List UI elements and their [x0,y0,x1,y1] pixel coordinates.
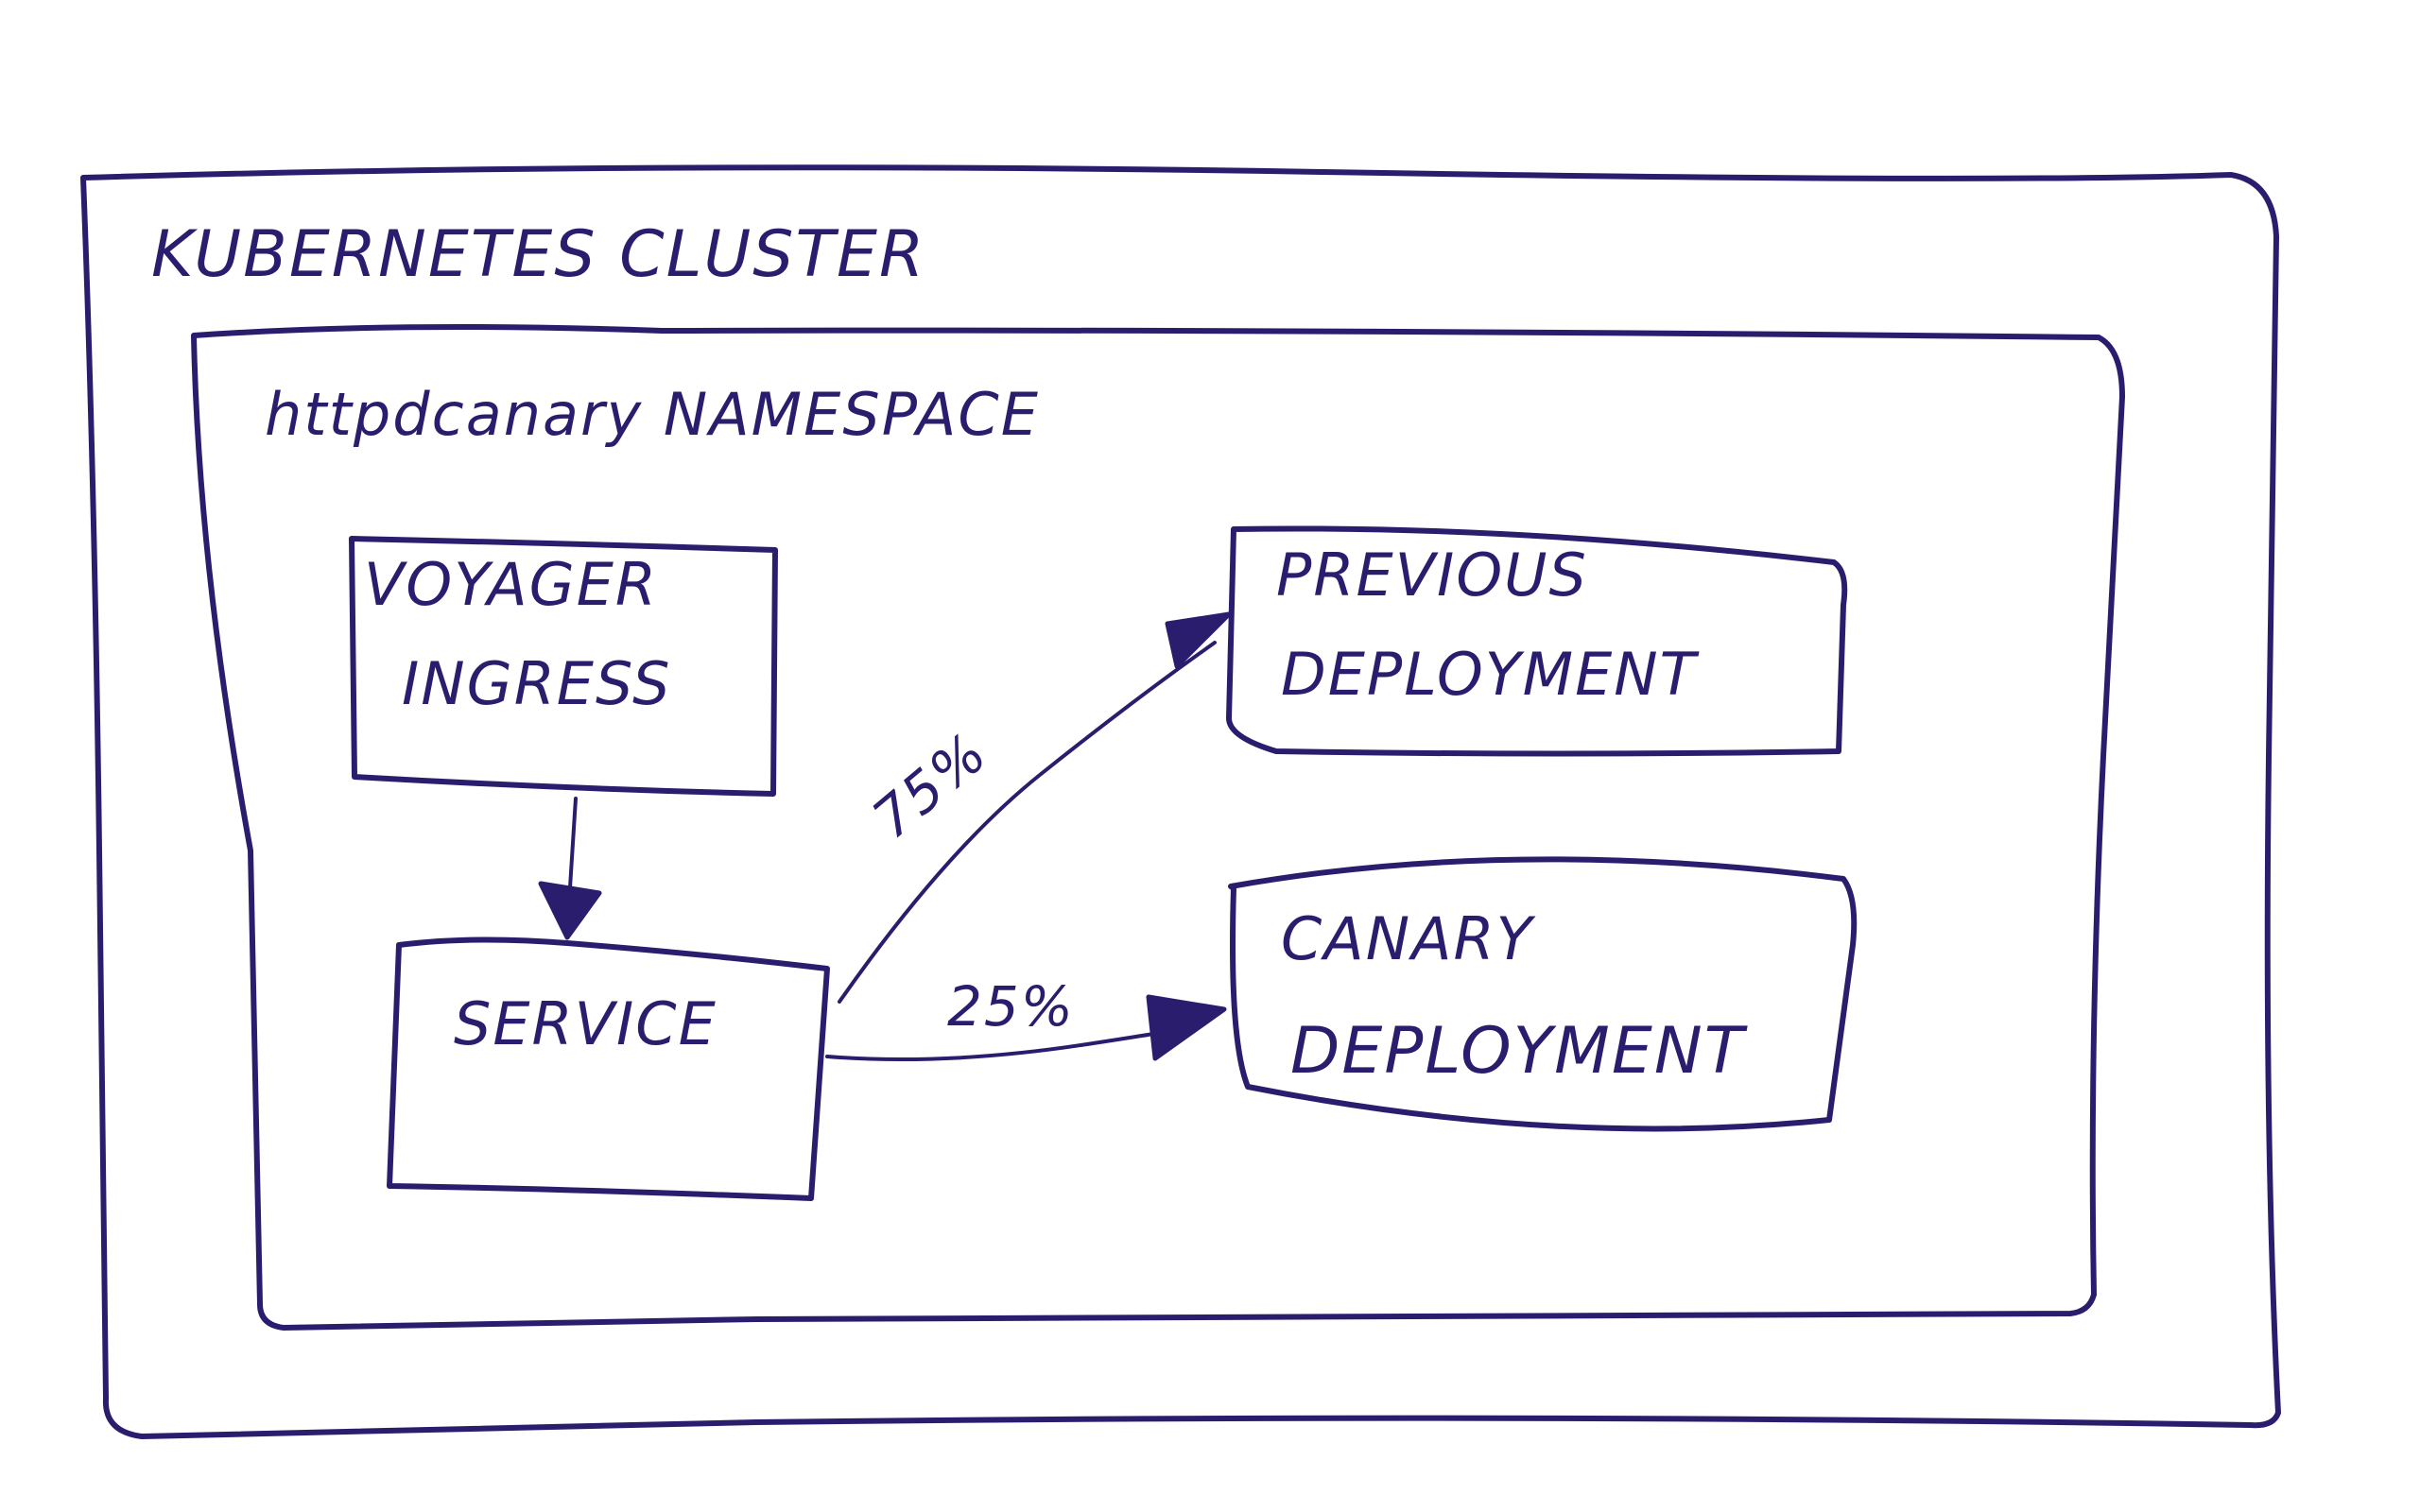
edge-service-to-canary: 25% [825,974,1227,1062]
node-previous-line-1: PREVIOUS [1276,541,1588,610]
cluster-label: KUBERNETES CLUSTER [151,217,925,292]
edge-label-25: 25% [947,974,1075,1039]
node-previous-deployment[interactable]: PREVIOUS DEPLOYMENT [1226,525,1848,757]
node-ingress-line-1: VOYAGER [364,550,658,619]
cluster-box [80,164,2281,1439]
node-ingress-line-2: INGRESS [402,649,671,718]
arrowhead-icon [538,881,602,940]
namespace-box [191,324,2125,1331]
node-previous-line-2: DEPLOYMENT [1281,640,1700,709]
node-canary-deployment[interactable]: CANARY DEPLOYMENT [1228,856,1858,1132]
arrowhead-icon [1146,994,1227,1061]
node-canary-line-1: CANARY [1281,904,1536,973]
node-canary-line-2: DEPLOYMENT [1290,1014,1748,1089]
node-service-label: SERVICE [454,989,717,1058]
edge-service-to-previous: 75% [838,611,1232,1004]
namespace-label: httpdcanary NAMESPACE [265,380,1040,449]
node-voyager-ingress[interactable]: VOYAGER INGRESS [349,536,778,797]
node-service[interactable]: SERVICE [387,936,830,1201]
arrowhead-icon [1165,611,1232,669]
edge-ingress-to-service [538,797,602,940]
